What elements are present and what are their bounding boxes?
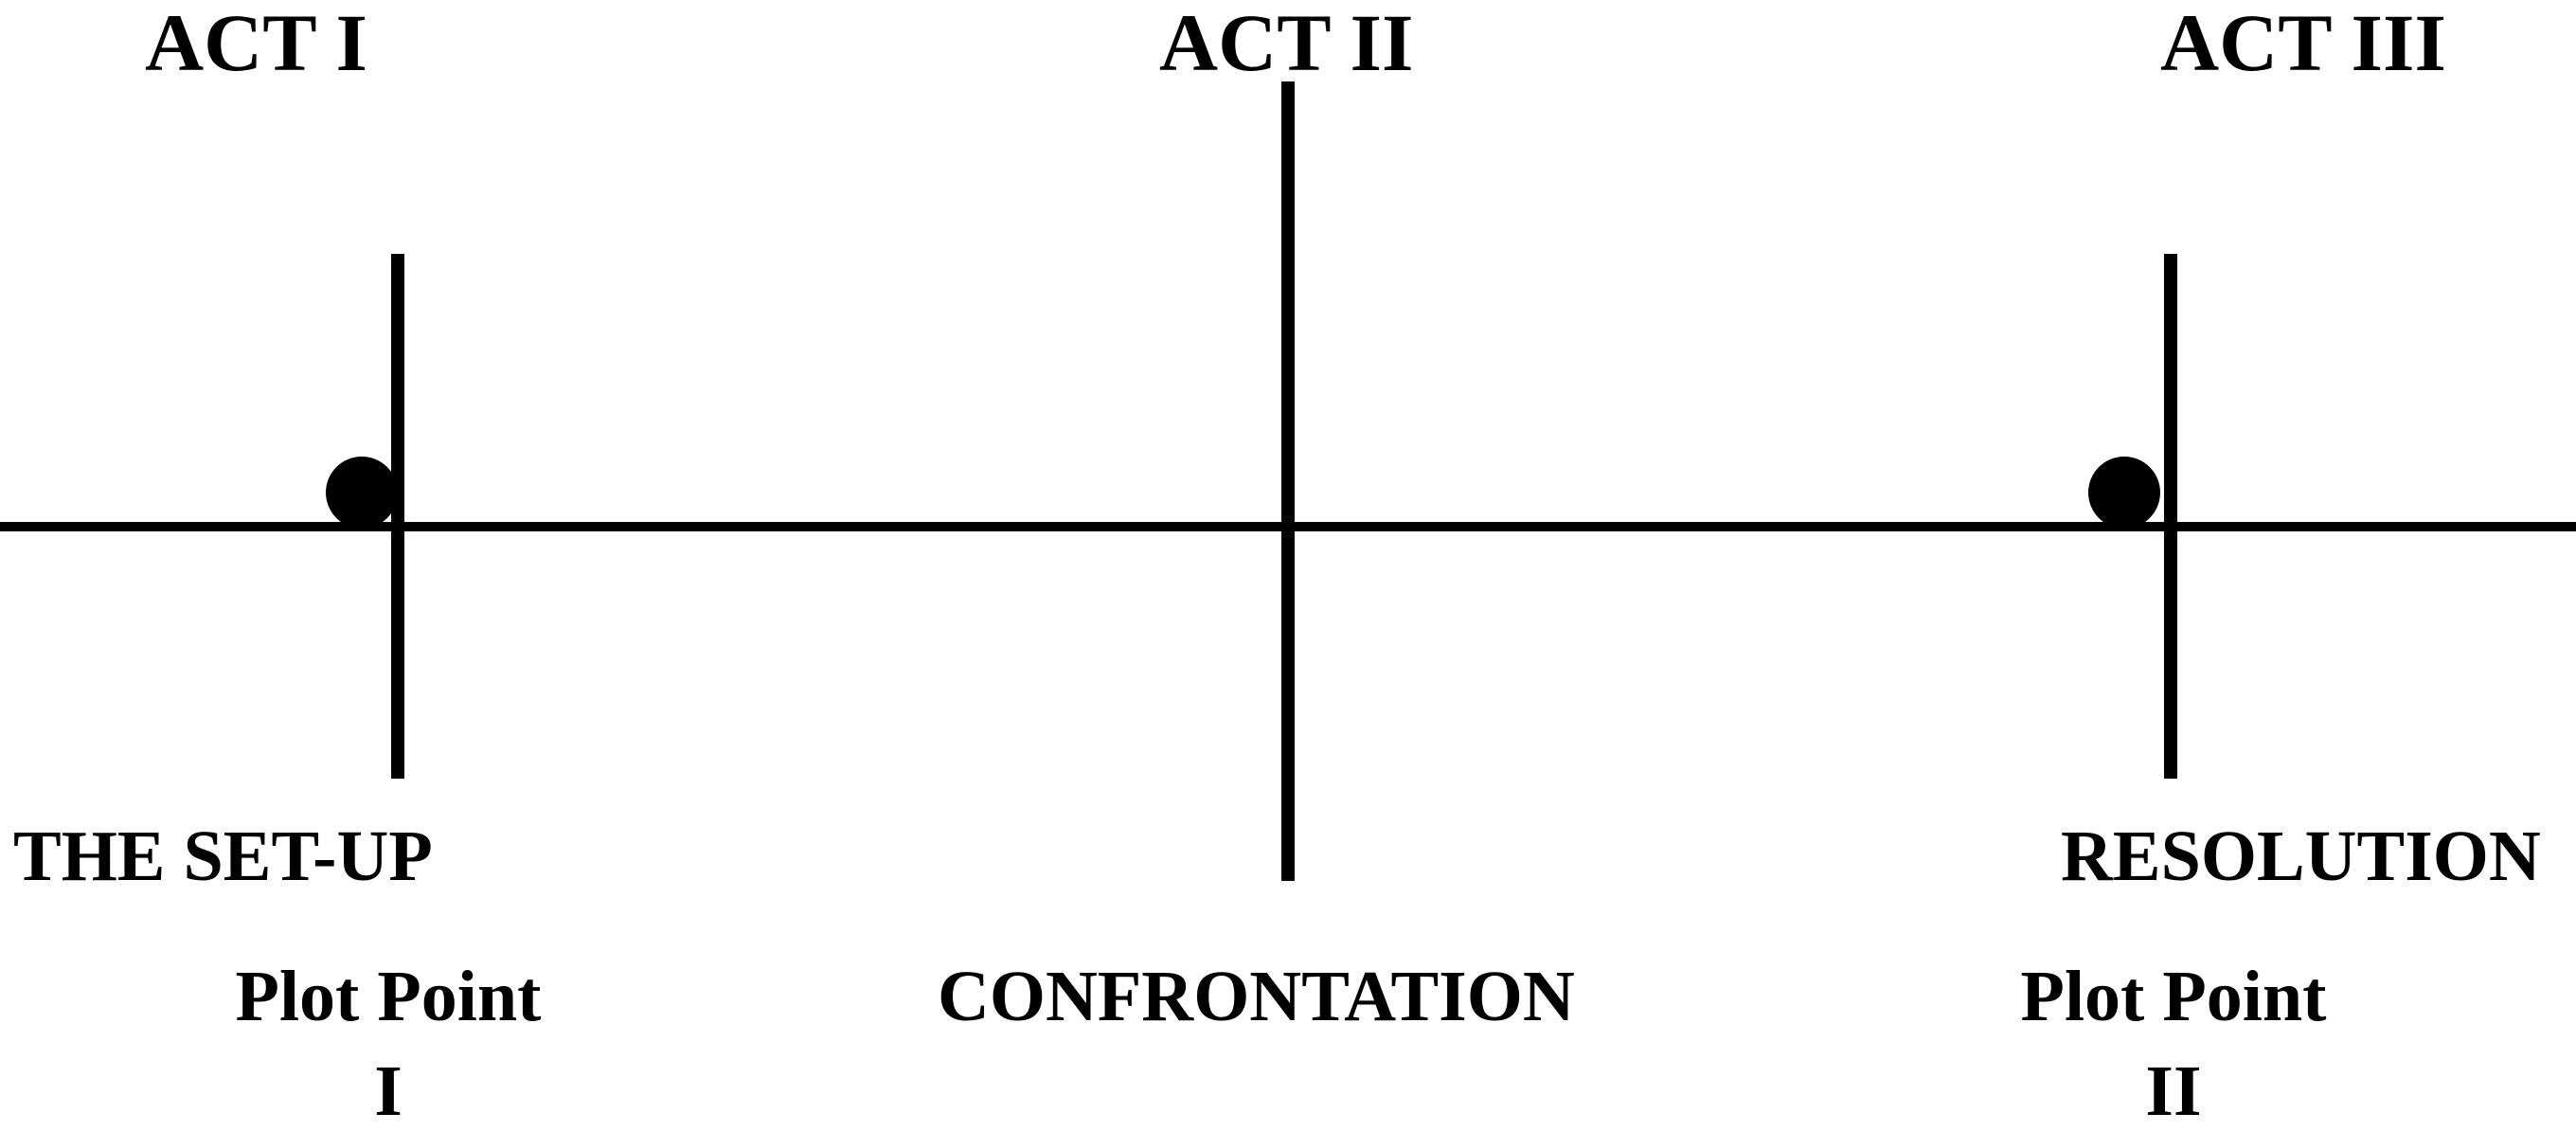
- plot-point-2-label: Plot Point II: [2003, 960, 2344, 1127]
- act-1-label: ACT I: [145, 0, 367, 88]
- plot-point-2-number: II: [2145, 1051, 2202, 1131]
- plot-point-1-number: I: [374, 1051, 402, 1131]
- act-2-label: ACT II: [1159, 0, 1414, 88]
- setup-label: THE SET-UP: [13, 817, 433, 896]
- confrontation-label: CONFRONTATION: [938, 957, 1575, 1036]
- act-3-label: ACT III: [2160, 0, 2446, 88]
- plot-point-2-title: Plot Point: [2020, 957, 2327, 1036]
- plot-point-2-marker: [2088, 457, 2160, 529]
- plot-point-1-title: Plot Point: [235, 957, 542, 1036]
- plot-point-1-label: Plot Point I: [218, 960, 559, 1127]
- resolution-label: RESOLUTION: [2061, 817, 2541, 896]
- plot-point-1-marker: [326, 457, 398, 529]
